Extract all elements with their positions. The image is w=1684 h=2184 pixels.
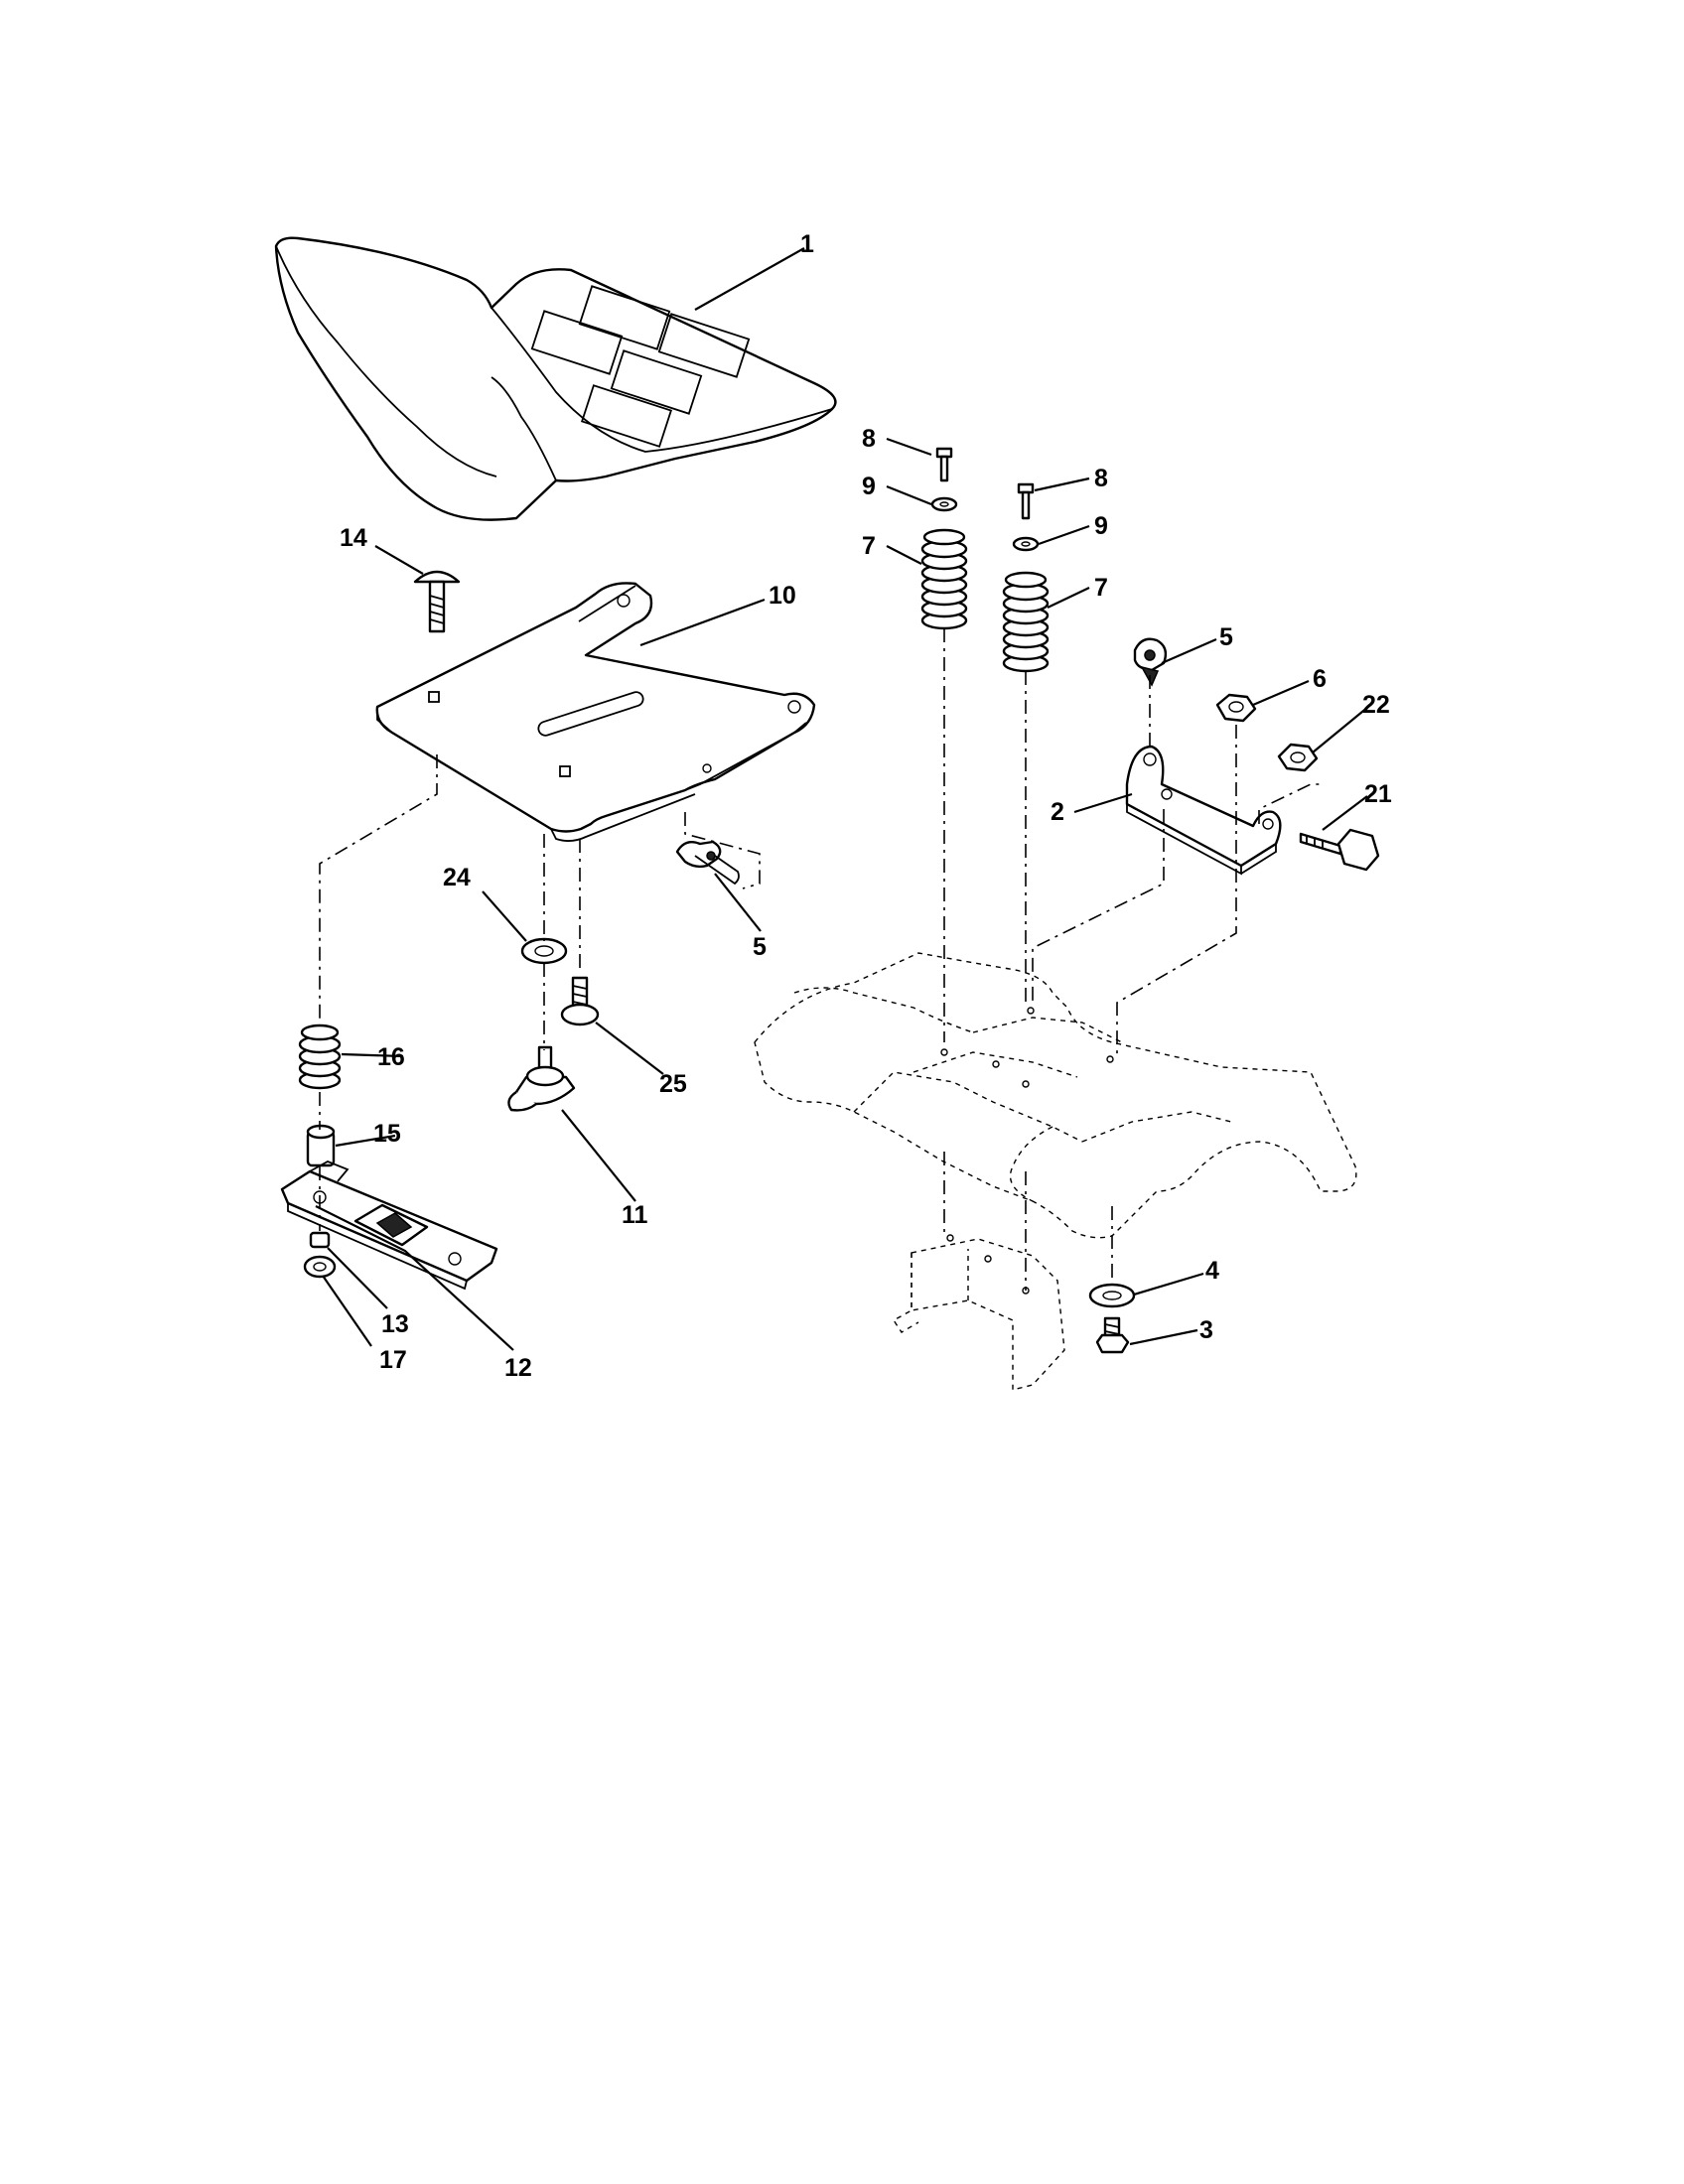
callout-labels: 1 14 10 5 24 25 11 16 15 12 13 17 8 9 7 … [340, 230, 1392, 1382]
nut-part-13 [309, 1231, 331, 1249]
carriage-bolt-part-14 [413, 570, 461, 633]
bolt-part-8-right [1017, 482, 1035, 520]
washer-part-4 [1088, 1283, 1136, 1308]
callout-16: 16 [377, 1043, 405, 1071]
leader-lines [315, 247, 1369, 1351]
callout-8-right: 8 [1094, 465, 1108, 492]
callout-1: 1 [800, 230, 814, 258]
locknut-part-6 [1215, 693, 1257, 723]
washer-part-9-left [930, 496, 958, 512]
callout-12: 12 [504, 1354, 532, 1382]
callout-6: 6 [1313, 665, 1327, 693]
callout-24: 24 [443, 864, 471, 891]
callout-14: 14 [340, 524, 367, 552]
washer-part-24 [520, 937, 568, 965]
spring-part-16 [298, 1024, 342, 1090]
tractor-frame-outline [754, 952, 1357, 1239]
clip-part-5-right [1133, 637, 1168, 687]
assembly-lines [319, 628, 1321, 1291]
callout-11: 11 [622, 1201, 648, 1229]
callout-10: 10 [769, 582, 796, 610]
slide-plate-part-12 [280, 1160, 498, 1291]
callout-25: 25 [659, 1070, 687, 1098]
callout-2: 2 [1051, 798, 1064, 826]
callout-17: 17 [379, 1346, 407, 1374]
callout-15: 15 [373, 1120, 401, 1148]
seat-pan-part-10 [375, 582, 816, 842]
callout-7-right: 7 [1094, 574, 1108, 602]
bolt-part-8-left [935, 447, 953, 482]
bushing-part-15 [306, 1124, 336, 1167]
callout-4: 4 [1205, 1257, 1219, 1285]
bracket-part-2 [1125, 745, 1282, 876]
adjustment-knob-part-11 [507, 1045, 576, 1112]
callout-13: 13 [381, 1310, 409, 1338]
callout-9-left: 9 [862, 473, 876, 500]
spring-part-7-right [1002, 571, 1050, 673]
callout-5-left: 5 [753, 933, 767, 961]
callout-21: 21 [1364, 780, 1392, 808]
callout-5-right: 5 [1219, 623, 1233, 651]
callout-3: 3 [1199, 1316, 1213, 1344]
clip-part-5-left [675, 840, 740, 886]
spring-part-7-left [920, 528, 968, 630]
washer-part-9-right [1012, 536, 1040, 552]
nut-part-22 [1277, 743, 1319, 772]
nut-part-17 [303, 1255, 337, 1279]
callout-9-right: 9 [1094, 512, 1108, 540]
callout-8-left: 8 [862, 425, 876, 453]
shoulder-bolt-part-25 [560, 976, 600, 1026]
shoulder-bolt-part-21 [1299, 828, 1380, 872]
hex-bolt-part-3 [1095, 1316, 1130, 1354]
callout-7-left: 7 [862, 532, 876, 560]
seat-part-1 [274, 236, 837, 521]
callout-22: 22 [1362, 691, 1390, 719]
frame-lower-bracket-outline [892, 1234, 1065, 1391]
